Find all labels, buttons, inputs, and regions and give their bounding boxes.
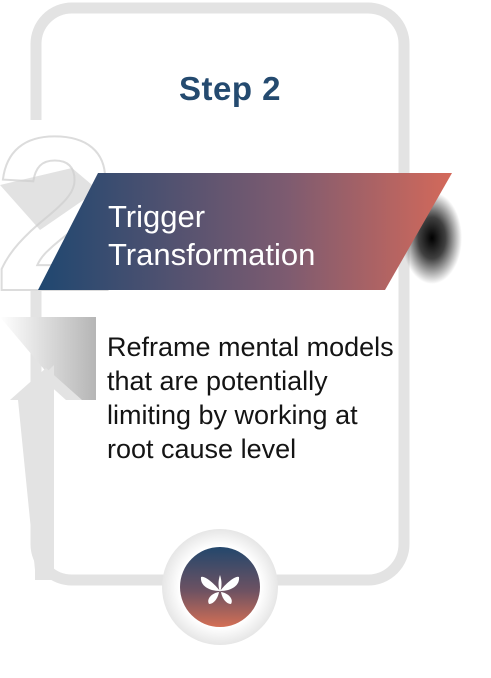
- banner-title-line1: Trigger: [108, 199, 206, 234]
- butterfly-icon: [198, 565, 242, 609]
- loop-arrow: [0, 317, 96, 580]
- logo-badge: [180, 547, 260, 627]
- step-description: Reframe mental models that are potential…: [107, 332, 394, 464]
- banner-title: Trigger Transformation: [108, 198, 408, 274]
- step-title: Step 2: [178, 70, 282, 107]
- banner-title-line2: Transformation: [108, 237, 316, 272]
- title-banner: [38, 173, 452, 290]
